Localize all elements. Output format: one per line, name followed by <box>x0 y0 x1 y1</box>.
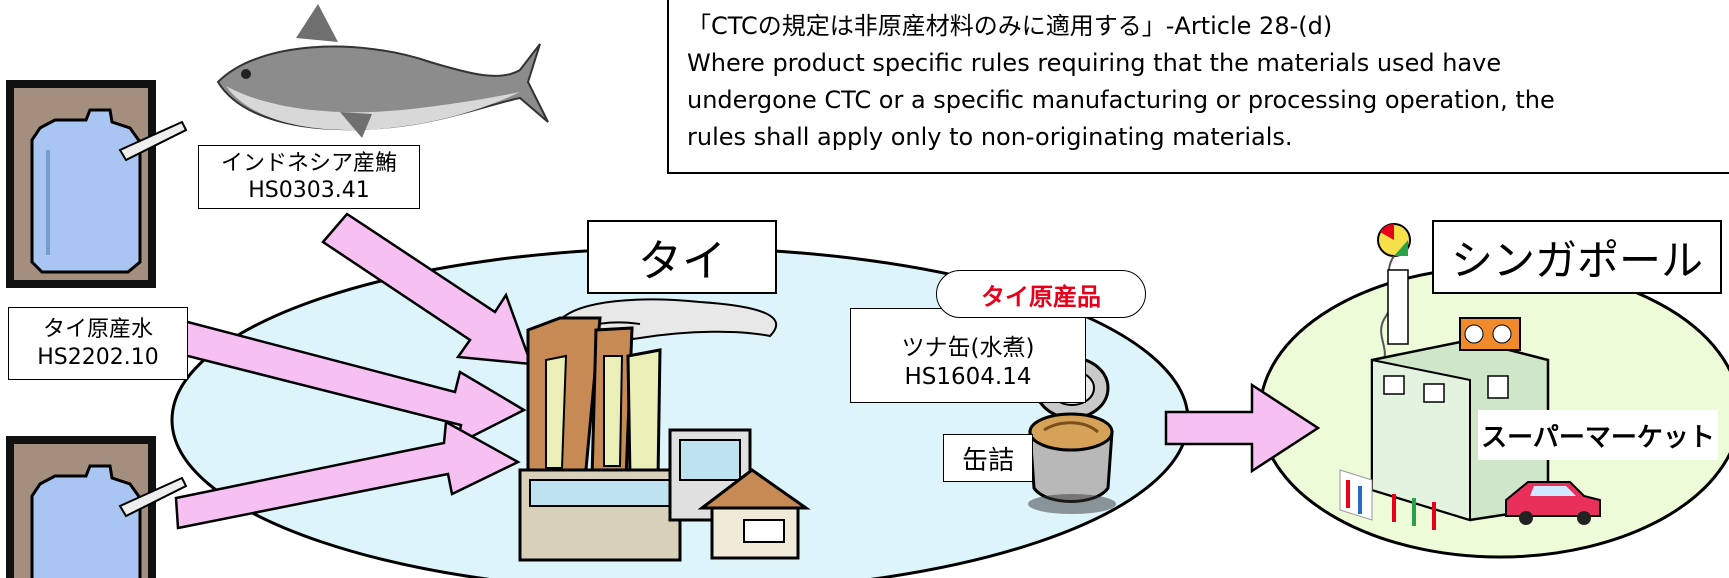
balloon-icon <box>1377 223 1411 367</box>
supermarket-label: スーパーマーケット <box>1478 410 1718 460</box>
tuna-material-label: インドネシア産鮪 HS0303.41 <box>198 145 420 209</box>
supermarket-icon <box>1339 317 1550 530</box>
arrow-tuna-to-factory <box>321 212 533 366</box>
canned-goods-label: 缶詰 <box>943 434 1033 482</box>
product-name: ツナ缶(水煮) <box>901 334 1035 361</box>
singapore-label: シンガポール <box>1432 220 1722 294</box>
tuna-can-product-label: ツナ缶(水煮) HS1604.14 <box>850 308 1086 403</box>
thailand-label: タイ <box>587 220 777 294</box>
water-canister-icon <box>6 436 188 578</box>
product-hs-code: HS1604.14 <box>904 363 1032 390</box>
car-icon <box>1505 481 1601 525</box>
tuna-fish-icon <box>216 4 549 138</box>
tuna-name: インドネシア産鮪 <box>220 150 397 176</box>
water-name: タイ原産水 <box>42 317 153 342</box>
tuna-hs-code: HS0303.41 <box>248 178 370 203</box>
arrow-water-to-factory <box>170 318 527 447</box>
water-hs-code: HS2202.10 <box>37 344 159 370</box>
origin-badge: タイ原産品 <box>936 270 1146 318</box>
factory-icon <box>518 298 811 562</box>
water-canister-icon <box>6 80 188 288</box>
rule-line-2: undergone CTC or a specific manufacturin… <box>687 86 1555 114</box>
rule-line-3: rules shall apply only to non-originatin… <box>687 123 1293 151</box>
arrow-canister-to-factory <box>174 419 521 530</box>
arrow-thailand-to-singapore <box>1164 382 1321 474</box>
rule-text-box: 「CTCの規定は非原産材料のみに適用する」-Article 28-(d) Whe… <box>667 0 1729 174</box>
rule-line-1: Where product specific rules requiring t… <box>687 49 1502 77</box>
water-material-label: タイ原産水 HS2202.10 <box>8 307 188 380</box>
rule-title: 「CTCの規定は非原産材料のみに適用する」-Article 28-(d) <box>687 12 1333 40</box>
